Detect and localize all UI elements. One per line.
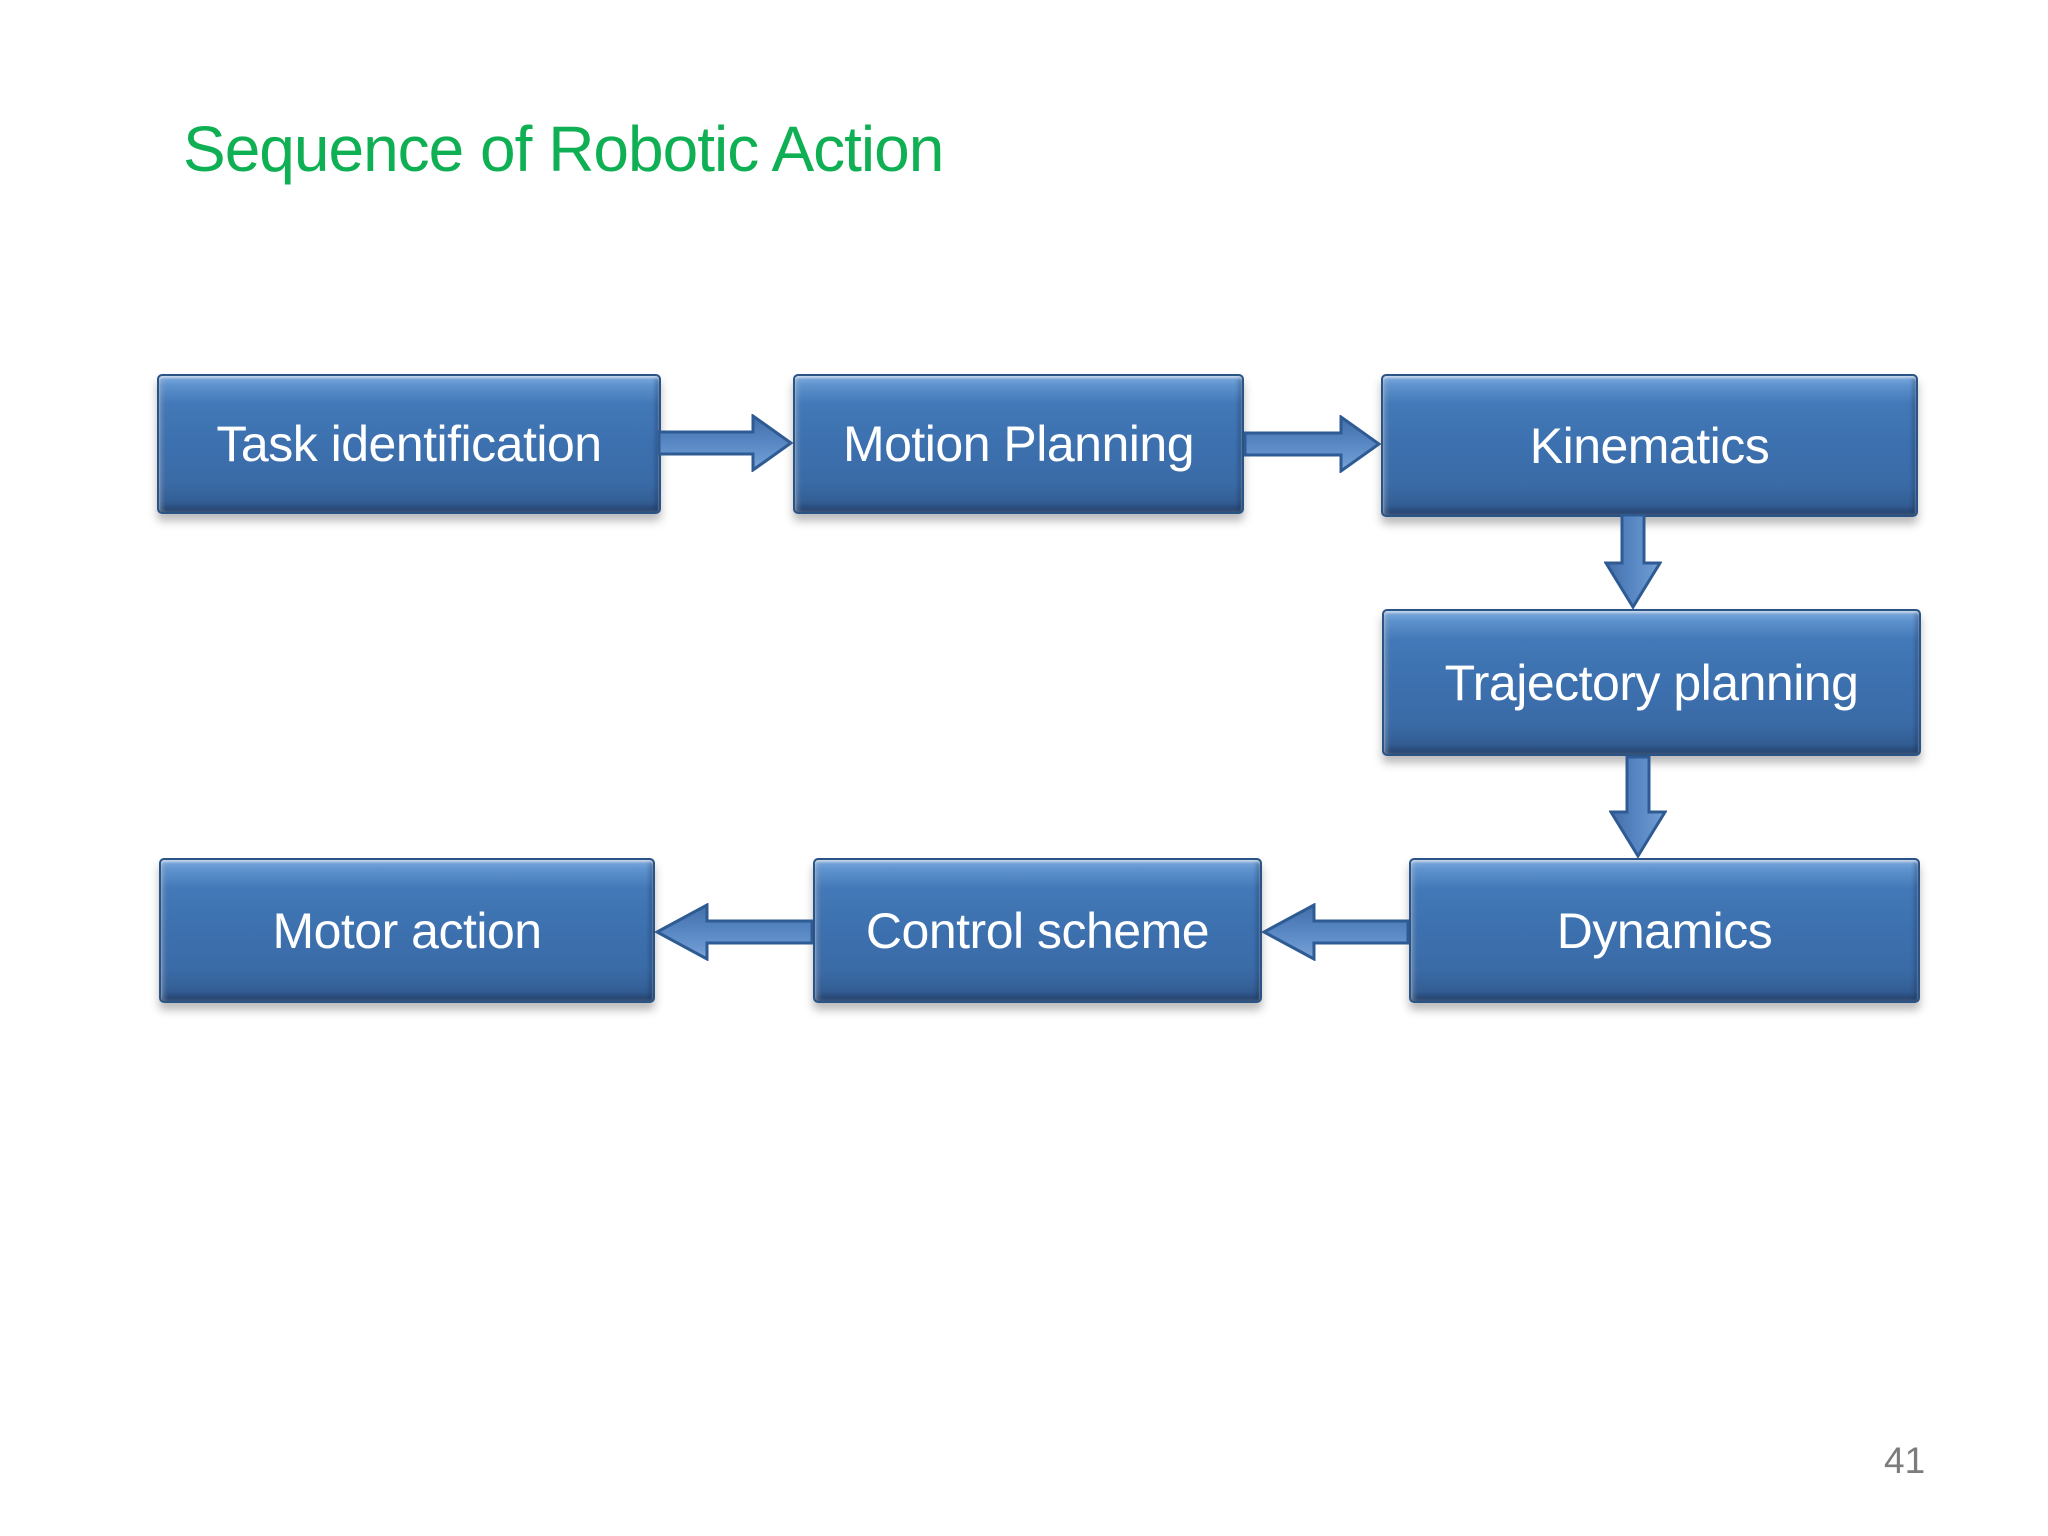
arrow-right-icon: [1244, 415, 1381, 473]
node-task-identification: Task identification: [157, 374, 661, 514]
node-motor-action: Motor action: [159, 858, 655, 1003]
node-kinematics: Kinematics: [1381, 374, 1918, 517]
node-trajectory-planning: Trajectory planning: [1382, 609, 1921, 756]
arrow-down-icon: [1604, 514, 1662, 609]
arrow-down-icon: [1609, 756, 1667, 858]
node-motion-planning: Motion Planning: [793, 374, 1244, 514]
node-motor-action-label: Motor action: [272, 902, 542, 959]
node-motion-planning-label: Motion Planning: [842, 416, 1195, 472]
page-title: Sequence of Robotic Action: [183, 113, 944, 185]
arrow-left-icon: [1262, 903, 1409, 961]
node-dynamics-label: Dynamics: [1556, 902, 1773, 959]
page-number: 41: [1884, 1440, 1926, 1481]
arrow-left-icon: [655, 903, 813, 961]
node-kinematics-label: Kinematics: [1529, 417, 1770, 474]
arrow-right-icon: [658, 414, 793, 472]
node-control-scheme: Control scheme: [813, 858, 1262, 1003]
node-dynamics: Dynamics: [1409, 858, 1920, 1003]
node-trajectory-planning-label: Trajectory planning: [1444, 654, 1859, 711]
node-task-identification-label: Task identification: [216, 416, 602, 472]
node-control-scheme-label: Control scheme: [865, 902, 1210, 959]
